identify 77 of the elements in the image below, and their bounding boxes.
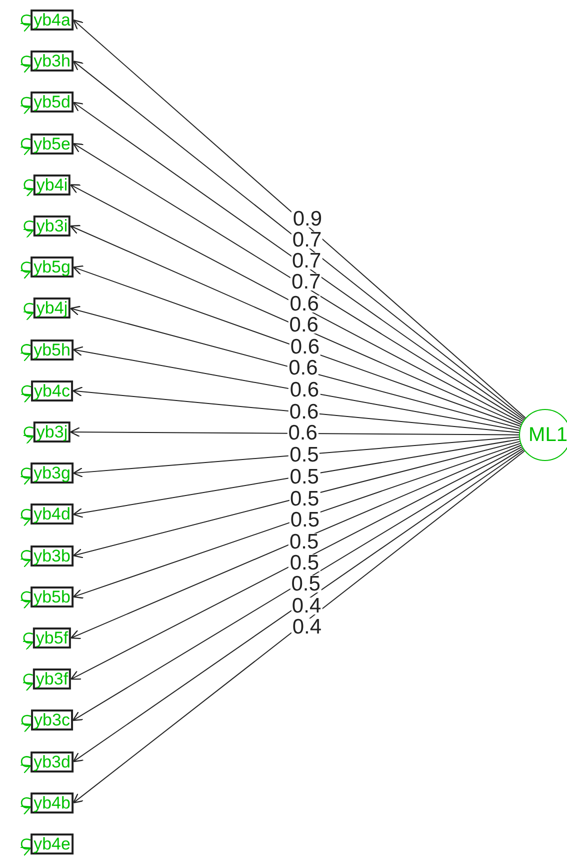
arrow bbox=[72, 436, 520, 478]
arrow bbox=[70, 446, 522, 680]
edge-label: 0.6 bbox=[288, 360, 319, 377]
self-loop-arrow bbox=[20, 14, 32, 32]
arrow bbox=[70, 426, 520, 438]
edge-label: 0.5 bbox=[288, 468, 320, 486]
arrow bbox=[72, 442, 521, 599]
variable-box: yb3c bbox=[31, 710, 73, 731]
arrow bbox=[72, 346, 520, 431]
self-loop-arrow bbox=[20, 468, 32, 485]
variable-box: yb4e bbox=[30, 834, 74, 854]
variable-box: yb4b bbox=[30, 792, 74, 814]
arrow bbox=[70, 224, 522, 426]
self-loop-arrow bbox=[22, 674, 34, 691]
variable-box: yb3h bbox=[30, 50, 74, 72]
self-loop-arrow bbox=[22, 426, 34, 444]
edge-label: 0.5 bbox=[288, 533, 320, 550]
variable-box: yb5f bbox=[32, 628, 72, 648]
self-loop-arrow bbox=[20, 756, 32, 773]
self-loop-arrow bbox=[22, 302, 34, 320]
arrow bbox=[70, 444, 522, 640]
variable-box: yb3b bbox=[30, 545, 74, 566]
edge-label: 0.6 bbox=[289, 338, 321, 356]
variable-box: yb3d bbox=[30, 751, 74, 772]
variable-box: yb4d bbox=[30, 504, 74, 525]
self-loop-arrow bbox=[20, 344, 32, 361]
variable-box: yb5b bbox=[30, 586, 74, 608]
variable-box: yb4i bbox=[33, 174, 71, 196]
self-loop-arrow bbox=[22, 179, 34, 196]
self-loop-arrow bbox=[20, 56, 32, 73]
edge-label: 0.7 bbox=[291, 252, 322, 270]
edge-label: 0.7 bbox=[291, 232, 323, 249]
edge-label: 0.5 bbox=[289, 512, 321, 529]
arrow bbox=[70, 184, 522, 424]
self-loop-arrow bbox=[20, 508, 32, 526]
self-loop-arrow bbox=[20, 138, 32, 155]
edge-label: 0.5 bbox=[288, 446, 320, 464]
edge-label: 0.6 bbox=[287, 424, 318, 442]
edge-label: 0.6 bbox=[288, 381, 320, 398]
factor-circle bbox=[519, 409, 567, 461]
edge-label: 0.5 bbox=[290, 576, 322, 593]
arrow bbox=[70, 306, 520, 429]
arrow bbox=[72, 265, 521, 427]
arrow bbox=[72, 386, 520, 434]
factor-label: ML1 bbox=[528, 424, 567, 446]
variable-box: yb4a bbox=[30, 10, 74, 30]
arrow bbox=[72, 440, 520, 558]
self-loop-arrow bbox=[20, 96, 32, 114]
edge-label: 0.7 bbox=[290, 274, 322, 291]
variable-box: yb5d bbox=[30, 92, 74, 113]
arrow bbox=[72, 438, 520, 518]
self-loop-arrow bbox=[20, 714, 32, 732]
edge-label: 0.6 bbox=[288, 316, 320, 334]
self-loop-arrow bbox=[20, 262, 32, 279]
self-loop-arrow bbox=[20, 591, 32, 608]
edge-label: 0.5 bbox=[289, 490, 320, 508]
self-loop-arrow bbox=[20, 838, 32, 856]
variable-box: yb3f bbox=[32, 668, 72, 690]
variable-box: yb3j bbox=[33, 422, 71, 442]
variable-box: yb5h bbox=[30, 339, 74, 360]
variable-box: yb4j bbox=[33, 298, 71, 319]
variable-box: yb3g bbox=[30, 462, 74, 484]
edge-label: 0.5 bbox=[288, 554, 320, 572]
variable-box: yb4c bbox=[31, 380, 73, 402]
edge-label: 0.6 bbox=[288, 295, 320, 312]
self-loop-arrow bbox=[20, 385, 32, 402]
self-loop-arrow bbox=[20, 550, 32, 567]
variable-box: yb5g bbox=[30, 256, 74, 278]
self-loop-arrow bbox=[20, 797, 32, 814]
variable-box: yb3i bbox=[33, 216, 71, 236]
self-loop-arrow bbox=[22, 220, 34, 238]
edge-label: 0.4 bbox=[291, 618, 323, 636]
variable-box: yb5e bbox=[30, 133, 74, 154]
edge-label: 0.6 bbox=[288, 403, 320, 420]
self-loop-arrow bbox=[22, 632, 34, 650]
edge-label: 0.4 bbox=[290, 597, 322, 614]
edge-label: 0.9 bbox=[292, 210, 324, 228]
